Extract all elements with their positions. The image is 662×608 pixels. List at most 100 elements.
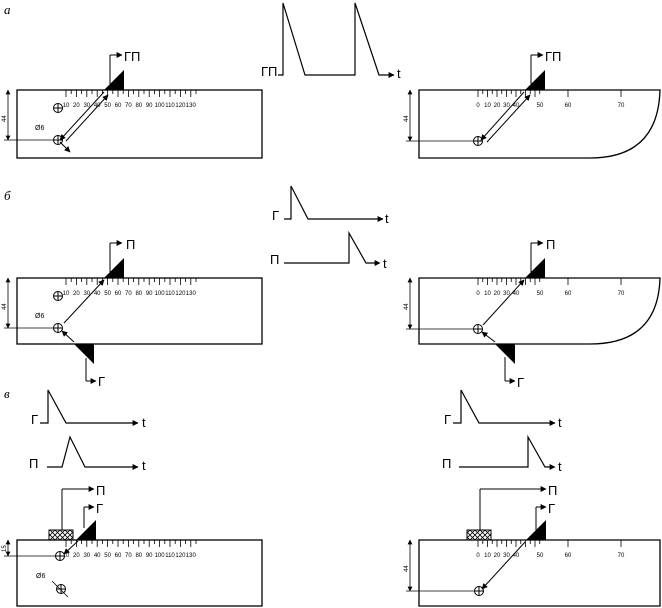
signal-label-gp-a-right: ГП [545, 49, 561, 64]
ruler-label: 130 [186, 553, 197, 559]
ruler-label: 50 [537, 291, 544, 297]
hole-lower-icon-c [56, 584, 66, 594]
osc-label-p-c-right: П [442, 456, 451, 471]
hole-label-b-left: Ø6 [35, 313, 44, 320]
ruler-label: 90 [146, 291, 153, 297]
ruler-label: 120 [175, 553, 186, 559]
ruler-label: 70 [125, 291, 132, 297]
ruler-label: 50 [104, 553, 111, 559]
hole-upper-icon-c [55, 551, 65, 561]
osc-label-t-a: t [397, 66, 401, 81]
ruler-label: 0 [476, 103, 480, 109]
ruler-label: 80 [135, 553, 142, 559]
hole-icon-a-right [473, 136, 483, 146]
signal-label-g-c-left: Г [96, 501, 103, 516]
signal-label-p-c-right: П [548, 483, 557, 498]
osc-label-t-c3: t [558, 415, 562, 430]
ruler-label: 40 [94, 291, 101, 297]
ruler-label: 30 [503, 553, 510, 559]
ruler-label: 60 [565, 103, 572, 109]
ruler-label: 30 [83, 291, 90, 297]
hole-icon-c-right [474, 586, 484, 596]
ruler-label: 10 [63, 291, 70, 297]
ruler-label: 90 [146, 103, 153, 109]
ruler-label: 90 [146, 553, 153, 559]
ruler-label: 20 [73, 553, 80, 559]
ruler-label: 60 [115, 553, 122, 559]
hole-upper-icon [53, 103, 63, 113]
osc-label-p-b: П [270, 252, 279, 267]
ruler-label: 60 [565, 291, 572, 297]
depth-label-b-right: 44 [404, 303, 410, 310]
probe-top-icon-b-right [525, 258, 545, 278]
signal-label-p-b-right: П [546, 237, 555, 252]
ruler-label: 60 [115, 291, 122, 297]
ruler-label: 50 [537, 553, 544, 559]
ruler-label: 60 [565, 553, 572, 559]
ruler-label: 70 [618, 291, 625, 297]
osc-label-t-c4: t [558, 459, 562, 474]
ruler-label: 100 [155, 291, 166, 297]
ruler-label: 30 [503, 103, 510, 109]
ruler-label: 20 [494, 553, 501, 559]
ruler-label: 40 [513, 291, 520, 297]
osc-label-g-c-left: Г [31, 412, 38, 427]
panel-label-b: б [4, 188, 11, 203]
ruler-label: 120 [175, 103, 186, 109]
depth-label-b-left: 44 [2, 303, 8, 310]
coupling-pad-icon [48, 529, 74, 541]
oscillogram-gp: ГП t [261, 2, 401, 81]
ruler-label: 10 [63, 553, 70, 559]
ruler-label: 0 [476, 291, 480, 297]
hole-label-a-left: Ø6 [35, 125, 44, 132]
coupling-pad-icon-right [466, 529, 492, 541]
ruler-label: 30 [503, 291, 510, 297]
signal-label-p-c-left: П [96, 483, 105, 498]
ruler-label: 100 [155, 553, 166, 559]
ruler-label: 20 [73, 291, 80, 297]
ruler-label: 20 [494, 291, 501, 297]
osc-label-t-b2: t [383, 256, 387, 271]
ruler-label: 80 [135, 291, 142, 297]
ruler-label: 30 [83, 103, 90, 109]
signal-label-g-b-left: Г [98, 374, 105, 389]
ruler-label: 20 [73, 103, 80, 109]
ruler-label: 70 [125, 103, 132, 109]
ruler-label: 10 [484, 553, 491, 559]
ruler-label: 110 [165, 553, 175, 559]
osc-label-gp: ГП [261, 64, 277, 79]
ruler-label: 70 [618, 553, 625, 559]
probe-top-icon-b [104, 258, 124, 278]
depth-label-c-right: 44 [404, 565, 410, 572]
probe-icon-c-left [76, 520, 96, 540]
ruler-label: 130 [186, 103, 197, 109]
signal-label-gp-a-left: ГП [124, 49, 140, 64]
osc-label-t-c1: t [142, 415, 146, 430]
ruler-label: 10 [484, 103, 491, 109]
ruler-label: 10 [484, 291, 491, 297]
ruler-label: 10 [63, 103, 70, 109]
ruler-label: 120 [175, 291, 186, 297]
signal-label-g-b-right: Г [517, 375, 524, 390]
ruler-label: 40 [513, 103, 520, 109]
ruler-label: 20 [494, 103, 501, 109]
hole-icon-b-right [473, 324, 483, 334]
osc-label-t-b1: t [385, 211, 389, 226]
probe-bottom-icon-b-right [495, 344, 515, 364]
oscillogram-b: Г t П t [270, 185, 389, 271]
ruler-label: 110 [165, 291, 175, 297]
probe-bottom-icon-b [74, 344, 94, 364]
